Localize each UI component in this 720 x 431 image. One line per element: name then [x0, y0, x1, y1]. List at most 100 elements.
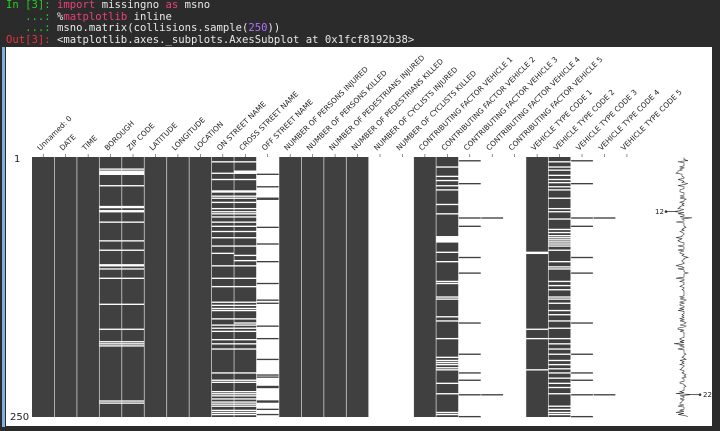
missing-cell [548, 372, 571, 374]
missing-cell [211, 161, 235, 163]
missing-cell [436, 359, 459, 362]
column-present-block [166, 157, 190, 417]
missing-cell [211, 343, 235, 345]
missing-cell [548, 211, 571, 213]
missing-cell [234, 171, 257, 173]
missing-cell [99, 400, 122, 402]
missing-cell [121, 341, 145, 343]
row-label-first: 1 [14, 154, 20, 165]
missing-cell [234, 327, 257, 329]
missing-cell [211, 330, 235, 333]
missing-cell [436, 185, 459, 187]
present-cell [256, 186, 279, 188]
missing-cell [211, 301, 235, 303]
missing-cell [99, 345, 122, 347]
missing-cell [234, 322, 257, 324]
missing-cell [121, 206, 145, 209]
missing-cell [99, 206, 122, 209]
missing-cell [211, 324, 235, 326]
missing-cell [548, 239, 571, 241]
missing-cell [436, 413, 459, 416]
column-present-block [525, 157, 549, 417]
code-token: missingno [95, 0, 166, 11]
present-cell [458, 160, 481, 162]
missing-cell [234, 213, 257, 215]
missing-cell [548, 245, 571, 247]
missing-cell [548, 363, 571, 366]
missing-cell [121, 268, 145, 270]
missing-cell [548, 186, 571, 188]
missing-cell [121, 171, 145, 173]
present-cell [458, 183, 481, 185]
column-background [503, 157, 526, 417]
missing-cell [121, 185, 145, 187]
missing-cell [234, 403, 257, 405]
column-label: DATE [58, 132, 78, 152]
missing-cell [234, 265, 257, 267]
missing-cell [548, 296, 571, 298]
missing-cell [234, 409, 257, 412]
present-cell [256, 408, 279, 411]
missing-cell [436, 251, 459, 253]
missing-cell [234, 307, 257, 310]
missing-cell [234, 309, 257, 312]
code-token: import [57, 0, 96, 11]
missing-cell [234, 195, 257, 197]
console-line: ...: msno.matrix(collisions.sample(250)) [6, 22, 414, 35]
missing-cell [234, 190, 257, 192]
missing-cell [548, 413, 571, 416]
missing-cell [234, 230, 257, 233]
code-token: 250 [248, 22, 268, 35]
missing-cell [548, 189, 571, 191]
missing-cell [234, 161, 257, 163]
missing-cell [436, 367, 459, 369]
present-cell [256, 413, 279, 416]
missing-cell [548, 405, 571, 407]
missing-cell [211, 277, 235, 279]
present-cell [458, 322, 481, 324]
missing-cell [548, 411, 571, 414]
missing-cell [121, 211, 145, 213]
missing-cell [99, 268, 122, 270]
missing-cell [436, 298, 459, 300]
column-present-block [76, 157, 100, 417]
column-background [481, 157, 504, 417]
column-background [458, 157, 481, 417]
column-present-block [346, 157, 369, 417]
missing-cell [211, 172, 235, 174]
missing-cell [548, 268, 571, 270]
console-prompt: ...: [6, 22, 58, 35]
missing-cell [99, 205, 122, 208]
missing-cell [99, 341, 122, 343]
present-cell [256, 385, 279, 388]
missing-cell [525, 328, 549, 330]
missing-cell [548, 343, 571, 345]
code-token: msno [178, 0, 211, 11]
present-cell [481, 217, 504, 219]
cell-border [2, 47, 5, 427]
missing-cell [436, 369, 459, 371]
missing-cell [436, 213, 459, 215]
present-cell [256, 299, 279, 301]
missing-cell [211, 252, 235, 255]
missing-cell [211, 245, 235, 247]
present-cell [256, 337, 279, 340]
sparkline-min-label: 12 [655, 208, 664, 216]
missing-cell [234, 411, 257, 414]
missing-cell [99, 172, 122, 174]
missing-cell [548, 280, 571, 283]
missing-cell [548, 408, 571, 411]
missing-cell [548, 235, 571, 237]
missing-cell [211, 211, 235, 213]
missing-cell [548, 289, 571, 291]
present-cell [256, 197, 279, 199]
missing-cell [234, 170, 257, 172]
missing-cell [211, 221, 235, 223]
missing-cell [99, 277, 122, 279]
missing-cell [234, 245, 257, 247]
missing-cell [436, 236, 459, 238]
missing-cell [211, 178, 235, 181]
missing-cell [436, 240, 459, 242]
missing-cell [99, 328, 122, 330]
